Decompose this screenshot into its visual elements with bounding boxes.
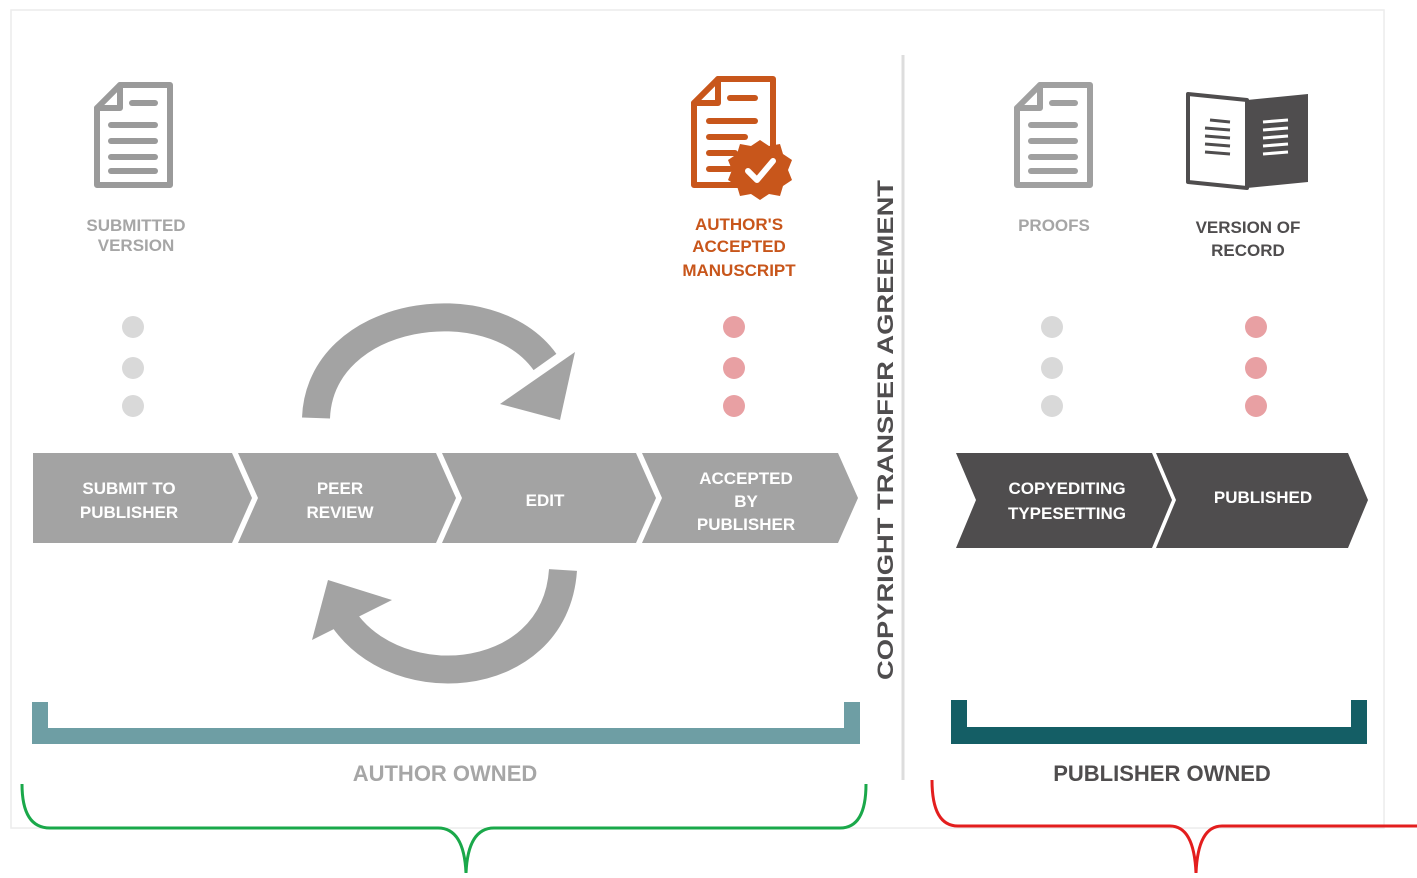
diagram-panel (10, 9, 1385, 829)
step-copyediting-label-1: COPYEDITING (1008, 479, 1125, 498)
certified-document-icon (691, 76, 792, 200)
step-peer-review-label-1: PEER (317, 479, 363, 498)
step-submit-label-2: PUBLISHER (80, 503, 178, 522)
aam-label-1: AUTHOR'S (695, 215, 783, 234)
aam-label-3: MANUSCRIPT (682, 261, 796, 280)
step-submit-label-1: SUBMIT TO (82, 479, 175, 498)
step-published-label: PUBLISHED (1214, 488, 1312, 507)
step-edit-label: EDIT (526, 491, 565, 510)
author-owned-bracket (32, 702, 860, 744)
step-published-shape (1156, 453, 1368, 548)
vor-label-1: VERSION OF (1196, 218, 1301, 237)
submitted-version-label-2: VERSION (98, 236, 175, 255)
vor-dots (1245, 316, 1267, 417)
proofs-label: PROOFS (1018, 216, 1090, 235)
step-accepted-label-2: BY (734, 492, 758, 511)
top-cycle-arrow (302, 303, 575, 420)
certified-seal-icon (728, 140, 792, 200)
step-accepted-shape (642, 453, 858, 543)
submitted-version-label-1: SUBMITTED (86, 216, 185, 235)
publisher-owned-label: PUBLISHER OWNED (1053, 761, 1271, 786)
revision-cycle-arrows (302, 303, 577, 684)
step-edit-shape (442, 453, 656, 543)
step-accepted-label-1: ACCEPTED (699, 469, 793, 488)
vor-label-2: RECORD (1211, 241, 1285, 260)
step-copyediting-label-2: TYPESETTING (1008, 504, 1126, 523)
submitted-dots (122, 316, 144, 417)
publisher-red-brace (930, 779, 1417, 874)
copyright-transfer-label: COPYRIGHT TRANSFER AGREEMENT (873, 179, 898, 680)
author-process-flow (33, 453, 858, 543)
aam-label-2: ACCEPTED (692, 237, 786, 256)
step-copyediting-shape (956, 453, 1172, 548)
step-accepted-label-3: PUBLISHER (697, 515, 795, 534)
open-book-icon (1186, 92, 1308, 190)
step-peer-review-shape (238, 453, 456, 543)
bottom-cycle-arrow (312, 568, 577, 684)
proofs-document-icon (1014, 82, 1093, 188)
publisher-process-flow (956, 453, 1368, 548)
author-owned-label: AUTHOR OWNED (353, 761, 538, 786)
submitted-document-icon (94, 82, 173, 188)
proofs-dots (1041, 316, 1063, 417)
step-submit-shape (33, 453, 252, 543)
publisher-owned-bracket (951, 700, 1367, 744)
step-peer-review-label-2: REVIEW (306, 503, 374, 522)
aam-dots (723, 316, 745, 417)
checkmark-icon (745, 158, 776, 183)
